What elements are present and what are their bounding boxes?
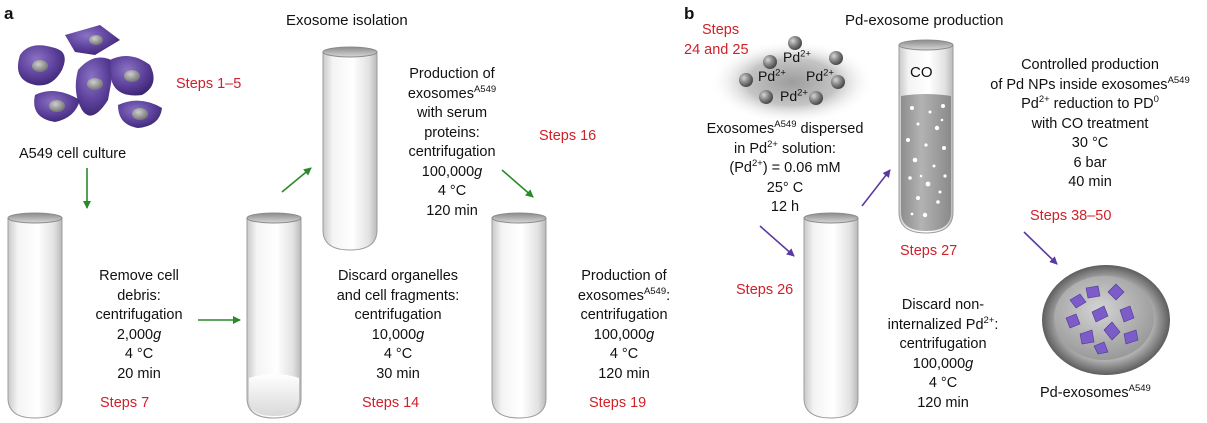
discard-line3: centrifugation [899,336,987,352]
tube2-time: 30 min [376,365,420,382]
tube1-line3: centrifugation [95,307,183,323]
tube-1 [7,212,63,419]
tube-co [898,39,954,234]
tube3-speed: 100,000g [593,326,655,343]
tube-top [322,46,378,251]
co-label: CO [910,64,933,81]
dispersion-description: ExosomesA549 dispersed in Pd2+ solution:… [700,120,870,218]
controlled-time: 40 min [1068,174,1112,190]
pd-ion-label-2: Pd2+ [758,67,786,84]
discard-time: 120 min [917,394,969,411]
pd-ion-label-1: Pd2+ [783,48,811,65]
dispersion-temp: 25° C [766,179,804,196]
tube-top-line4: proteins: [424,124,480,141]
tube-top-line1: Production of [409,66,495,82]
tube-2 [246,212,302,419]
controlled-pressure: 6 bar [1073,154,1107,171]
tube-top-line5: centrifugation [408,144,496,160]
steps-27-label: Steps 27 [900,243,958,259]
tube2-line2: and cell fragments: [336,287,460,304]
tube3-temp: 4 °C [609,346,639,362]
pd-exosome-illustration [1042,265,1170,375]
tube1-speed: 2,000g [116,326,162,343]
tube-top-line2: exosomesA549 [407,83,497,102]
controlled-temp: 30 °C [1071,135,1109,151]
tube-top-time: 120 min [426,202,478,219]
steps-7-label: Steps 7 [100,395,150,411]
arrow-steps26-to-tube [759,225,795,257]
dispersion-line2: in Pd2+ solution: [734,138,836,157]
tube1-line2: debris: [117,287,161,304]
tube-top-description: Production of exosomesA549 with serum pr… [392,65,512,221]
tube2-temp: 4 °C [383,346,413,362]
tube3-description: Production of exosomesA549: centrifugati… [566,267,682,384]
tube3-line2: exosomesA549: [577,285,671,304]
discard-description: Discard non- internalized Pd2+: centrifu… [872,296,1014,413]
steps-16-label: Steps 16 [539,128,597,144]
a549-cell-culture-label: A549 cell culture [19,146,127,162]
tube-3 [491,212,547,419]
pd-ion-label-3: Pd2+ [806,67,834,84]
tube-top-line3: with serum [416,105,488,121]
tube1-line1: Remove cell [99,268,179,284]
arrow-tube2-to-top [281,167,312,193]
pd-exosomes-label: Pd-exosomesA549 [1040,383,1151,401]
steps-19-label: Steps 19 [589,395,647,411]
tube-b-dispersion [803,212,859,419]
steps-38-50-label: Steps 38–50 [1030,208,1112,224]
discard-temp: 4 °C [928,375,958,391]
discard-speed: 100,000g [912,355,974,372]
steps-26-label: Steps 26 [736,282,794,298]
tube1-description: Remove cell debris: centrifugation 2,000… [79,267,199,384]
steps-14-label: Steps 14 [362,395,420,411]
controlled-production-description: Controlled production of Pd NPs inside e… [980,56,1200,193]
tube2-line3: centrifugation [354,307,442,323]
panel-b-letter: b [684,4,695,23]
controlled-line3: Pd2+ reduction to PD0 [1021,94,1159,112]
tube3-time: 120 min [598,365,650,382]
tube1-time: 20 min [117,365,161,382]
discard-line1: Discard non- [901,297,985,313]
controlled-line4: with CO treatment [1031,115,1149,132]
tube-top-speed: 100,000g [421,163,483,180]
pd-ion-label-4: Pd2+ [780,87,808,104]
controlled-line1: Controlled production [1021,57,1159,73]
tube1-temp: 4 °C [124,346,154,362]
arrow-top-to-tube3 [501,169,534,198]
tube3-line3: centrifugation [580,307,668,323]
tube2-description: Discard organelles and cell fragments: c… [320,267,476,384]
steps-1-5-label: Steps 1–5 [176,76,242,92]
panel-a-title: Exosome isolation [286,12,408,29]
tube2-speed: 10,000g [371,326,425,343]
steps-24-25-label: Steps 24 and 25 [684,22,749,58]
pd-ion-cloud [710,36,874,124]
dispersion-line3: (Pd2+) = 0.06 mM [729,158,841,176]
controlled-line2: of Pd NPs inside exosomesA549 [990,74,1190,93]
dispersion-line1: ExosomesA549 dispersed [706,119,864,137]
arrow-co-to-exosome [1023,231,1058,265]
discard-line2: internalized Pd2+: [887,314,999,333]
panel-b-title: Pd-exosome production [845,12,1004,29]
dispersion-time: 12 h [770,199,800,215]
arrow-tube-to-co [861,169,891,207]
a549-cells-illustration [17,25,162,128]
panel-a-letter: a [4,4,14,23]
tube3-line1: Production of [581,268,667,284]
tube2-line1: Discard organelles [337,268,459,284]
tube-top-temp: 4 °C [437,183,467,199]
